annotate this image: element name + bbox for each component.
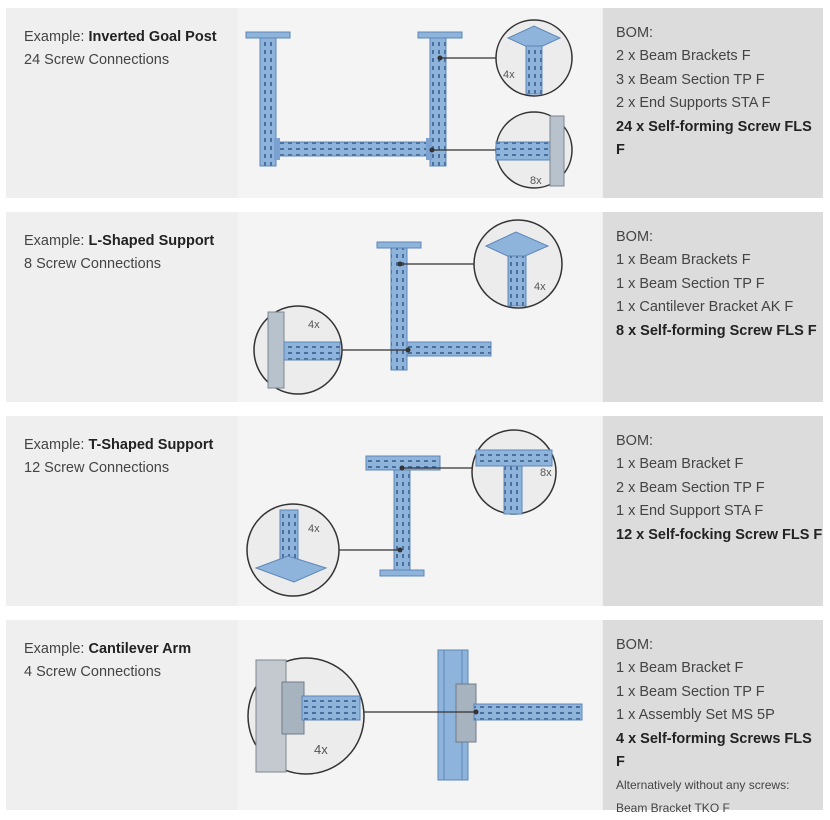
- bom-item: 2 x End Supports STA F: [616, 95, 771, 112]
- callout-leader-dot: [405, 347, 411, 353]
- example-panel-cantilever-arm: Example: Cantilever Arm 4 Screw Connecti…: [6, 620, 823, 815]
- assembly-illustration: 4x 8x: [238, 8, 602, 198]
- assembly-illustration: 4x 4x: [238, 212, 602, 402]
- end-support-plate-detail: [506, 25, 562, 51]
- bom-alternative-note: Alternatively without any screws:: [616, 778, 790, 793]
- bom-item: 2 x Beam Section TP F: [616, 479, 765, 496]
- beam-section: [473, 703, 583, 721]
- example-name: Cantilever Arm: [88, 641, 192, 657]
- screw-quantity-label: 8x: [540, 467, 552, 479]
- bom-item: 1 x Beam Section TP F: [616, 683, 765, 700]
- beam-section: [259, 37, 277, 167]
- beam-section-detail: [525, 45, 543, 95]
- bom-box: BOM: 1 x Beam Bracket F 1 x Beam Section…: [603, 620, 823, 815]
- screw-quantity-label: 4x: [534, 281, 546, 293]
- bom-box: BOM: 2 x Beam Brackets F 3 x Beam Sectio…: [603, 8, 823, 198]
- assembly-illustration: 8x 4x: [238, 416, 602, 606]
- bom-item: 1 x Beam Brackets F: [616, 252, 751, 269]
- beam-section: [429, 37, 447, 167]
- t-shaped-support-drawing: 8x 4x: [246, 429, 557, 597]
- bom-item: 1 x Beam Bracket F: [616, 456, 744, 473]
- screw-quantity-label: 4x: [503, 69, 515, 81]
- end-support-plate: [379, 569, 425, 577]
- callout-leader-dot: [399, 465, 405, 471]
- example-description: Example: T-Shaped Support 12 Screw Conne…: [24, 434, 224, 480]
- beam-section-detail: [503, 465, 523, 515]
- beam-section: [393, 469, 411, 571]
- beam-bracket: [274, 138, 280, 160]
- beam-section-detail: [301, 695, 361, 721]
- beam-section-detail: [475, 449, 553, 467]
- beam-bracket: [455, 683, 477, 743]
- example-panel-l-shaped-support: Example: L-Shaped Support 8 Screw Connec…: [6, 212, 823, 402]
- example-title: Example: Inverted Goal Post: [24, 29, 217, 45]
- bom-title: BOM:: [616, 637, 654, 653]
- column-detail: [255, 659, 287, 773]
- example-name: L-Shaped Support: [88, 233, 215, 249]
- bom-item: 2 x Beam Brackets F: [616, 48, 751, 65]
- cantilever-bracket: [406, 341, 492, 357]
- bom-total-screws: 24 x Self-forming Screw FLS F: [616, 118, 812, 159]
- example-description: Example: Cantilever Arm 4 Screw Connecti…: [24, 638, 224, 684]
- beam-section: [275, 141, 431, 157]
- end-support-plate: [376, 241, 422, 249]
- screw-connection-count: 12 Screw Connections: [24, 460, 170, 476]
- bom-total-screws: 12 x Self-focking Screw FLS F: [616, 526, 823, 543]
- example-description: Example: Inverted Goal Post 24 Screw Con…: [24, 26, 224, 72]
- end-support-plate: [417, 31, 463, 39]
- bom-total-screws: 8 x Self-forming Screw FLS F: [616, 322, 817, 339]
- bom-box: BOM: 1 x Beam Bracket F 2 x Beam Section…: [603, 416, 823, 606]
- bom-item: 1 x Beam Section TP F: [616, 275, 765, 292]
- end-support-plate-detail: [484, 231, 550, 261]
- bom-item: 1 x Assembly Set MS 5P: [616, 707, 775, 724]
- example-description: Example: L-Shaped Support 8 Screw Connec…: [24, 230, 224, 276]
- assembly-illustration: 4x: [238, 620, 602, 810]
- bom-item: 1 x Cantilever Bracket AK F: [616, 299, 794, 316]
- bom-box: BOM: 1 x Beam Brackets F 1 x Beam Sectio…: [603, 212, 823, 402]
- example-panel-t-shaped-support: Example: T-Shaped Support 12 Screw Conne…: [6, 416, 823, 606]
- screw-quantity-label: 4x: [308, 319, 320, 331]
- screw-connection-count: 24 Screw Connections: [24, 52, 170, 68]
- example-name: T-Shaped Support: [88, 437, 214, 453]
- bom-item: 1 x Beam Bracket F: [616, 660, 744, 677]
- bom-title: BOM:: [616, 25, 654, 41]
- bom-item: 3 x Beam Section TP F: [616, 71, 765, 88]
- beam-section-detail: [507, 255, 527, 307]
- end-support-plate-detail: [254, 555, 328, 583]
- cantilever-bracket-detail: [283, 341, 341, 361]
- cantilever-arm-drawing: 4x: [247, 649, 583, 781]
- example-title: Example: Cantilever Arm: [24, 641, 192, 657]
- callout-leader-dot: [429, 147, 435, 153]
- beam-section-detail: [495, 141, 553, 161]
- callout-leader-dot: [437, 55, 443, 61]
- example-name: Inverted Goal Post: [88, 29, 217, 45]
- screw-quantity-label: 8x: [530, 175, 542, 187]
- example-panel-inverted-goal-post: Example: Inverted Goal Post 24 Screw Con…: [6, 8, 823, 198]
- callout-leader-dot: [397, 261, 403, 267]
- bom-alternative-item: Beam Bracket TKO F: [616, 801, 730, 816]
- bom-title: BOM:: [616, 229, 654, 245]
- example-title: Example: T-Shaped Support: [24, 437, 214, 453]
- example-title: Example: L-Shaped Support: [24, 233, 215, 249]
- screw-connection-count: 4 Screw Connections: [24, 664, 162, 680]
- inverted-goal-post-drawing: 4x 8x: [245, 19, 573, 189]
- screw-connection-count: 8 Screw Connections: [24, 256, 162, 272]
- bom-title: BOM:: [616, 433, 654, 449]
- post-detail: [549, 115, 565, 187]
- screw-quantity-label: 4x: [308, 523, 320, 535]
- l-shaped-support-drawing: 4x 4x: [253, 219, 563, 395]
- beam-bracket: [426, 138, 432, 160]
- beam-section: [390, 247, 408, 371]
- callout-leader-dot: [473, 709, 479, 715]
- post-detail: [267, 311, 285, 389]
- screw-quantity-label: 4x: [314, 742, 328, 757]
- bom-total-screws: 4 x Self-forming Screws FLS F: [616, 730, 812, 771]
- end-support-plate: [245, 31, 291, 39]
- beam-bracket-detail: [281, 681, 305, 735]
- callout-leader-dot: [397, 547, 403, 553]
- bom-item: 1 x End Support STA F: [616, 503, 764, 520]
